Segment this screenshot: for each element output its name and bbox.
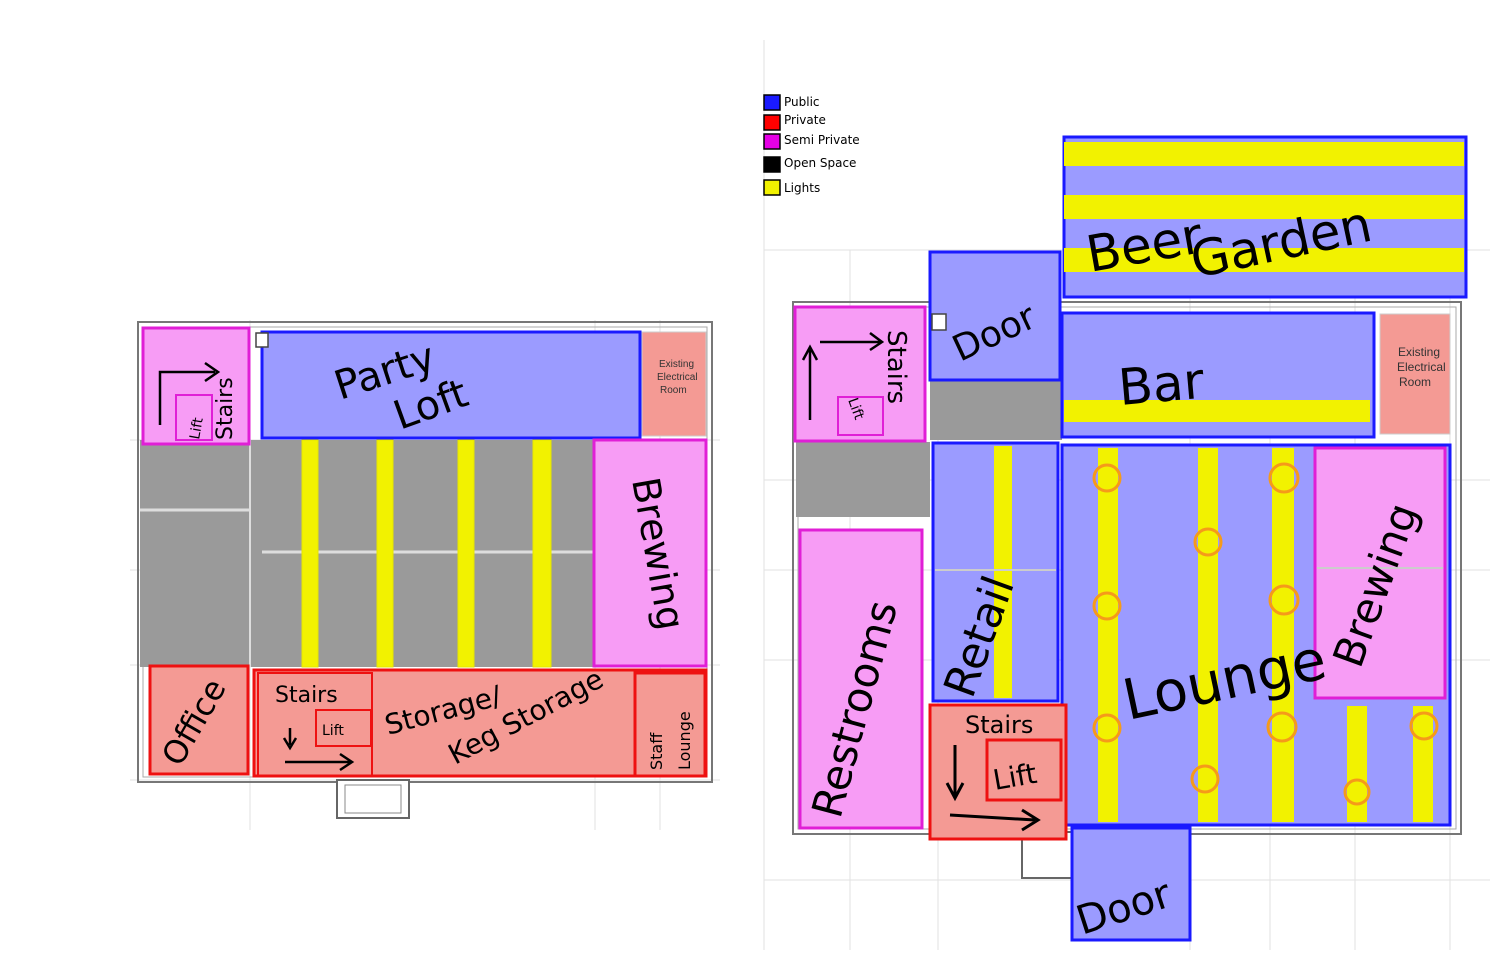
floor-2-plan: Beer Garden Door Bar Existing Electrical… [792, 135, 1468, 945]
light-fixture [1193, 527, 1223, 557]
floor-2-beer-garden-light-3 [1064, 248, 1464, 272]
floor-2-lounge-light-2 [1198, 448, 1218, 822]
floor-1-lower-stairs-label: Stairs [275, 683, 338, 708]
light-fixture [1409, 711, 1439, 741]
floor-1-outer-wall [137, 321, 713, 783]
floor-1-light-strip-3 [457, 439, 475, 668]
floor-1-office-zone [148, 664, 250, 776]
floor-1-corner-column [255, 332, 269, 348]
floor-1-lower-lift-label: Lift [322, 723, 344, 739]
floor-2-lift-box [837, 396, 884, 436]
light-fixture [1092, 713, 1122, 743]
floor-2-door-top-zone [928, 250, 1062, 382]
floor-2-lift-label: Lift [844, 396, 867, 422]
floor-2-open-space-left [796, 442, 930, 517]
light-fixture [1092, 463, 1122, 493]
floor-2-lounge-light-3 [1272, 448, 1294, 822]
legend-label-private: Private [784, 113, 826, 127]
floor-1-plan: Stairs Lift Party Loft Existing Electric… [137, 321, 713, 819]
floor-2-stairs-label: Stairs [881, 330, 911, 404]
floor-1-electrical-label-1: Existing [659, 359, 694, 370]
legend-swatch-public [763, 94, 781, 111]
legend-label-lights: Lights [784, 181, 820, 195]
floor-2-lower-lift-box [985, 738, 1063, 802]
floor-2-bar-light [1064, 400, 1370, 422]
floor-1-stairs-arrow [158, 361, 221, 425]
floor-1-brewing-zone [592, 438, 708, 668]
floor-1-staff-lounge-box [633, 671, 707, 778]
floor-1-storage-zone [252, 668, 708, 778]
floor-2-lounge-light-1 [1098, 448, 1118, 822]
floor-2-corner-column [931, 313, 947, 331]
light-fixture [1268, 584, 1300, 616]
light-fixture [1092, 591, 1122, 621]
legend-swatch-semi-private [763, 133, 781, 150]
floor-1-staff-label: Staff [647, 732, 666, 770]
floor-2-electrical-room [1379, 313, 1451, 435]
floor-2-lower-stairs-label: Stairs [965, 711, 1033, 739]
floor-2-lounge-light-5 [1413, 706, 1433, 822]
light-fixture [1266, 711, 1298, 743]
floor-2-stairs-arrow [801, 332, 885, 420]
floor-2-lower-stairs-arrow [945, 745, 1041, 832]
light-fixture [1343, 778, 1371, 806]
floor-2-retail-light [994, 446, 1012, 698]
floor-2-brewing-zone [1313, 446, 1447, 700]
legend-label-open-space: Open Space [784, 156, 856, 170]
floor-1-lounge-label: Lounge [675, 711, 694, 770]
floor-1-light-strip-1 [301, 439, 319, 668]
floor-1-lower-stairs-arrow [282, 728, 355, 772]
floor-1-lift-box [175, 394, 213, 441]
floor-1-electrical-label-3: Room [660, 385, 687, 396]
floor-2-electrical-label-1: Existing [1398, 345, 1440, 359]
floor-1-light-strip-4 [532, 439, 552, 668]
floor-1-party-loft-zone [260, 330, 642, 440]
floor-1-stairs-label: Stairs [213, 377, 238, 440]
legend-label-semi-private: Semi Private [784, 133, 860, 147]
light-fixture [1190, 764, 1220, 794]
legend-swatch-private [763, 114, 781, 131]
floor-1-electrical-label-2: Electrical [657, 372, 698, 383]
floor-1-open-space-left [140, 440, 250, 502]
legend-swatch-lights [763, 179, 781, 196]
floor-2-door-bottom-zone [1070, 826, 1192, 942]
floor-2-open-space-top [930, 380, 1062, 440]
floor-2-light-fixtures [1092, 462, 1439, 806]
floor-1-electrical-room [641, 331, 707, 437]
floor-2-restrooms-zone [798, 528, 924, 830]
floor-2-beer-garden-light-1 [1064, 142, 1464, 166]
floor-2-bar-label: Bar [1116, 352, 1207, 417]
floor-1-lift-label: Lift [187, 416, 207, 441]
floor-2-beer-garden-light-2 [1064, 195, 1464, 219]
legend-label-public: Public [784, 95, 820, 109]
floor-2-electrical-label-2: Electrical [1397, 360, 1446, 374]
floor-1-lower-lift-box [315, 709, 372, 747]
floor-1-light-strip-2 [376, 439, 394, 668]
legend-swatch-open-space [763, 156, 781, 173]
floor-2-lounge-light-4 [1347, 706, 1367, 822]
floor-2-lower-lift-label: Lift [990, 757, 1039, 797]
light-fixture [1268, 462, 1300, 494]
floor-2-electrical-label-3: Room [1399, 375, 1431, 389]
floor-1-entry-inner [344, 784, 402, 814]
floor-2-stairs-zone [793, 305, 927, 443]
legend: Public Private Semi Private Open Space L… [763, 94, 860, 196]
